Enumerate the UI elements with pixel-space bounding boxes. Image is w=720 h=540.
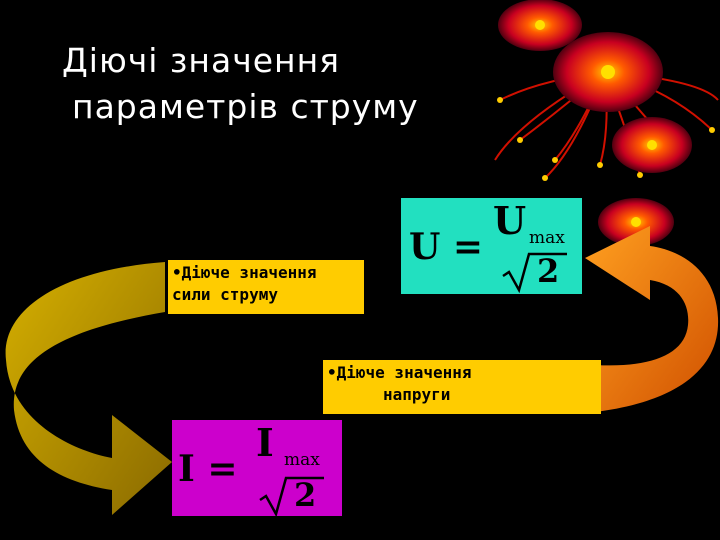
current-formula: I = I max 2 bbox=[172, 420, 342, 516]
slide-title: Діючі значення параметрів струму bbox=[62, 38, 419, 130]
current-label-line-2: сили струму bbox=[172, 285, 278, 304]
formula-lhs: I = bbox=[178, 448, 238, 490]
right-curved-arrow bbox=[585, 226, 719, 412]
voltage-label-line-2: напруги bbox=[383, 385, 451, 404]
formula-numerator: I bbox=[256, 420, 274, 465]
formula-lhs: U = bbox=[409, 226, 484, 268]
voltage-label-box: •Діюче значення напруги bbox=[323, 360, 601, 414]
voltage-formula: U = U max 2 bbox=[401, 198, 582, 294]
formula-denominator: 2 bbox=[294, 476, 317, 514]
title-line-2: параметрів струму bbox=[72, 87, 419, 126]
flower-decoration bbox=[494, 0, 719, 246]
formula-subscript: max bbox=[284, 450, 320, 470]
current-label-line-1: •Діюче значення bbox=[172, 263, 317, 282]
left-curved-arrow bbox=[5, 262, 172, 515]
formula-subscript: max bbox=[529, 228, 565, 248]
formula-denominator: 2 bbox=[537, 252, 560, 290]
sqrt-icon bbox=[502, 252, 567, 294]
sqrt-icon bbox=[259, 476, 324, 516]
formula-numerator: U bbox=[493, 198, 527, 243]
voltage-label-line-1: •Діюче значення bbox=[327, 363, 472, 382]
current-label-box: •Діюче значення сили струму bbox=[168, 260, 364, 314]
title-line-1: Діючі значення bbox=[62, 41, 341, 80]
